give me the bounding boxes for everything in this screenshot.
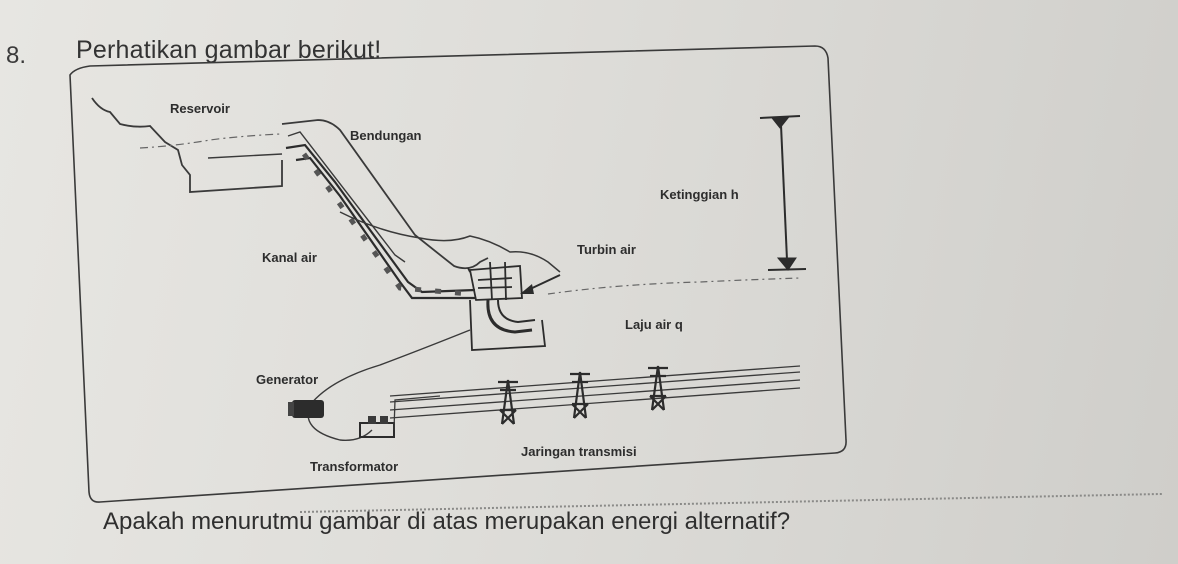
reservoir-water-line: [207, 153, 283, 159]
label-ketinggian: Ketinggian h: [660, 187, 739, 202]
label-turbin-air: Turbin air: [577, 242, 636, 257]
reservoir-terrain: [91, 97, 283, 193]
label-kanal-air: Kanal air: [262, 250, 317, 265]
label-jaringan-transmisi: Jaringan transmisi: [521, 444, 637, 459]
tailwater-line: [547, 277, 801, 295]
hillside: [339, 211, 561, 273]
turbine-arrow: [527, 274, 561, 291]
figure-frame: [69, 45, 847, 503]
turbine-house: [467, 261, 547, 351]
reservoir-water: [139, 133, 281, 149]
height-arrow: [759, 115, 807, 271]
label-generator: Generator: [256, 372, 319, 387]
penstock: [285, 143, 476, 300]
label-bendungan: Bendungan: [350, 128, 422, 143]
generator-block: [288, 400, 324, 418]
transmission-towers: [498, 365, 668, 425]
dam: [281, 119, 489, 270]
label-transformator: Transformator: [310, 459, 399, 474]
transmission-lines: [389, 365, 801, 431]
question-number: 8.: [6, 42, 27, 69]
label-laju-air: Laju air q: [625, 317, 683, 332]
label-reservoir: Reservoir: [170, 101, 230, 116]
question-prompt: Apakah menurutmu gambar di atas merupaka…: [103, 508, 791, 535]
dam-face: [287, 131, 406, 263]
transformator-block: [359, 416, 395, 438]
